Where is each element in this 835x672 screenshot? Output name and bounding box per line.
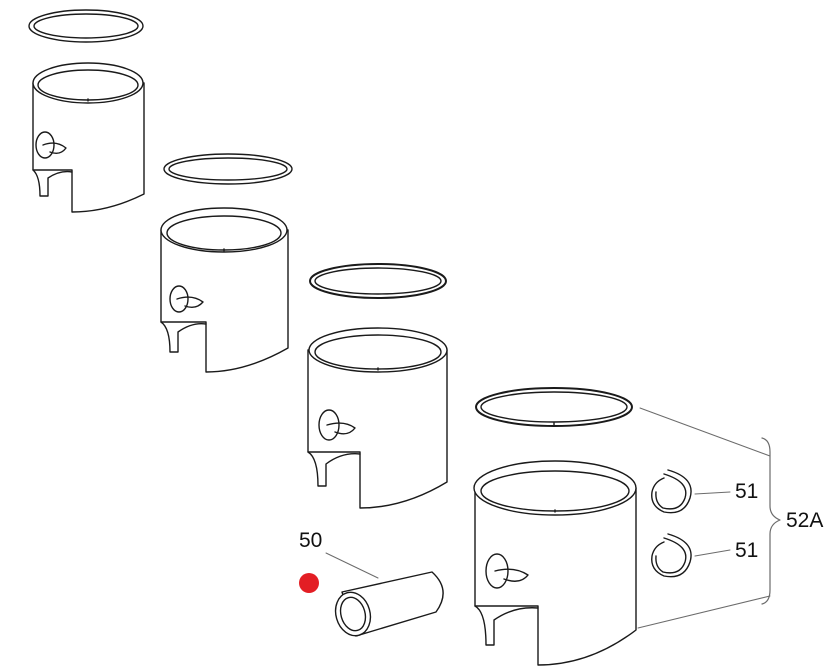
leader-50 [325,552,379,579]
callout-52a: 52A [786,509,824,532]
piston-ring-4 [475,387,633,427]
piston-3 [307,327,448,509]
piston-ring-3 [309,263,447,299]
assembly-bracket [761,437,781,605]
highlight-marker[interactable] [299,573,319,593]
leader-ring-to-bracket [639,407,771,457]
piston-ring-2 [163,153,293,185]
piston-2 [160,207,289,373]
callout-51-lower: 51 [735,539,759,562]
piston-1 [32,62,145,213]
leader-lines [325,407,771,629]
leader-51-lower [694,549,731,557]
leader-51-upper [694,491,731,495]
piston-ring-1 [28,9,144,43]
callout-50: 50 [299,529,323,552]
wrist-pin [334,571,444,637]
leader-piston-to-bracket [637,595,771,629]
circlip-upper [651,469,692,514]
callout-51-upper: 51 [735,480,759,503]
circlip-lower [651,533,692,578]
piston-4 [473,460,637,666]
